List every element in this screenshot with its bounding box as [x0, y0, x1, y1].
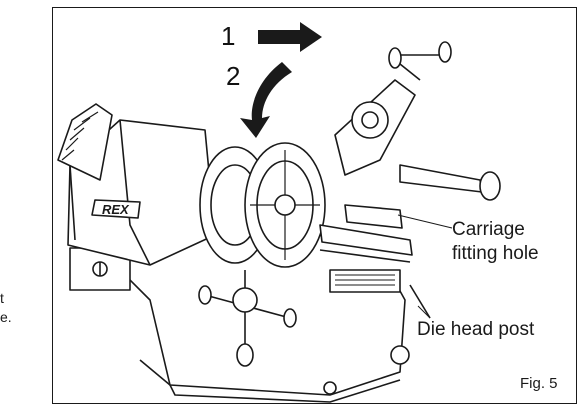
left-edge-fragment-1: t — [0, 290, 4, 306]
step-2-number: 2 — [226, 61, 241, 91]
machine-base — [119, 269, 406, 396]
die-lever — [399, 164, 483, 193]
die-head-post — [409, 284, 431, 319]
step-1-number: 1 — [221, 21, 236, 51]
carriage-fitting-hole-label-line1: Carriage — [452, 219, 525, 240]
brand-plate-label: REX — [102, 202, 130, 217]
cooling-fan — [57, 103, 113, 181]
step-2-arrow-icon — [240, 62, 292, 138]
step-1-arrow-icon — [258, 22, 322, 52]
carriage-handwheel — [198, 270, 297, 367]
carriage-rail — [319, 224, 413, 256]
figure-label: Fig. 5 — [520, 375, 558, 392]
carriage-fitting-hole-label-line2: fitting hole — [452, 243, 539, 264]
die-head-post-label: Die head post — [417, 319, 535, 340]
left-edge-fragment-2: e. — [0, 309, 12, 325]
